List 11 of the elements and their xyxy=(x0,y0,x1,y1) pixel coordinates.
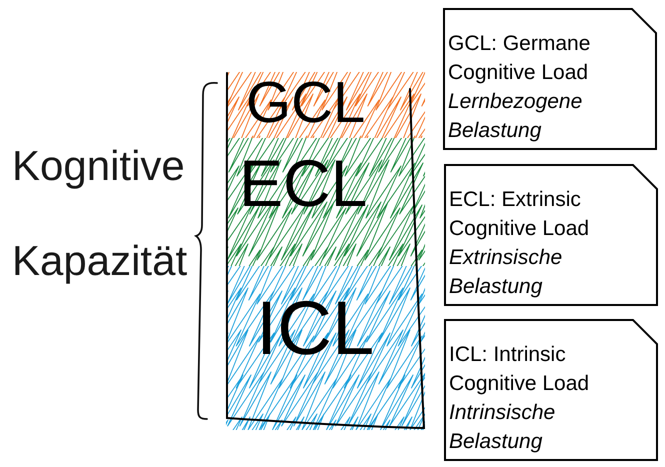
note-subtitle: Extrinsische Belastung xyxy=(449,245,564,300)
note-title: ICL: Intrinsic Cognitive Load xyxy=(449,342,590,397)
note-subtitle: Intrinsische Belastung xyxy=(449,400,556,455)
note-box xyxy=(444,319,658,461)
note-subtitle: Lernbezogene Belastung xyxy=(448,89,584,144)
note-title: ECL: Extrinsic Cognitive Load xyxy=(449,187,590,242)
column-box xyxy=(226,72,425,430)
note-box xyxy=(443,8,657,150)
side-label: Kognitive Kapazität xyxy=(12,141,188,286)
note-title: GCL: Germane Cognitive Load xyxy=(448,31,592,86)
note-box xyxy=(444,164,658,306)
